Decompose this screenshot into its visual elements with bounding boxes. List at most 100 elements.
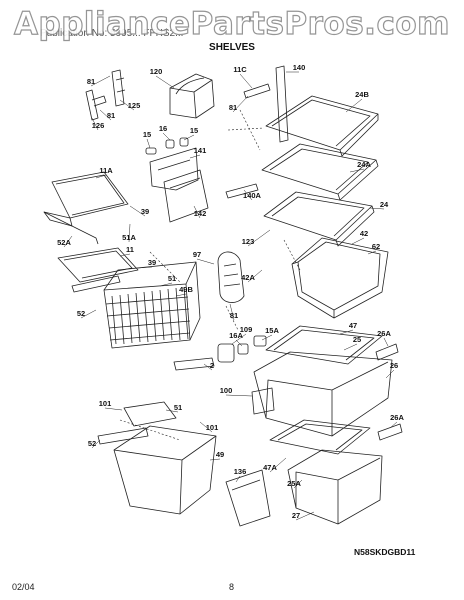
callout-97: 97 — [193, 250, 201, 259]
drawer-part-42 — [291, 237, 389, 319]
leader-15 — [183, 134, 195, 141]
callout-24: 24 — [380, 200, 389, 209]
glass-shelf-part-11a — [51, 171, 129, 219]
leader-26a — [383, 337, 389, 347]
shelf-trim-part-52a — [43, 211, 99, 245]
publication-header: Publication No: 5995... FFHS2... — [40, 28, 184, 39]
basket-rail-part-52 — [71, 275, 121, 293]
leader-11c — [239, 73, 253, 89]
callout-42: 42 — [360, 229, 368, 238]
callout-39: 39 — [148, 258, 156, 267]
leader-52 — [80, 309, 97, 319]
leader-16 — [162, 132, 171, 141]
callout-24b: 24B — [355, 90, 369, 99]
callout-15a: 15A — [265, 326, 279, 335]
glass-shelf-part-24 — [263, 191, 375, 247]
leader-26 — [385, 369, 395, 379]
callout-15: 15 — [143, 130, 151, 139]
leader-24a — [349, 168, 365, 173]
leader-52a — [63, 235, 73, 248]
leader-27 — [295, 511, 315, 521]
leader-51a — [128, 223, 131, 243]
leader-11a — [95, 174, 107, 179]
callout-26a: 26A — [377, 329, 391, 338]
callout-51: 51 — [174, 403, 182, 412]
callout-109: 109 — [240, 325, 253, 334]
callout-49b: 49B — [179, 285, 193, 294]
callout-26a: 26A — [390, 413, 404, 422]
callout-120: 120 — [150, 67, 163, 76]
footer-date: 02/04 — [12, 582, 35, 592]
callout-140: 140 — [293, 63, 306, 72]
callout-81: 81 — [107, 111, 115, 120]
callout-39: 39 — [141, 207, 149, 216]
leader-24b — [345, 98, 363, 113]
small-parts-15-16 — [145, 137, 189, 155]
callout-25: 25 — [353, 335, 361, 344]
page-title: SHELVES — [209, 42, 255, 53]
leader-24 — [369, 207, 385, 210]
wire-basket-part-49b — [103, 261, 201, 349]
callout-26: 26 — [390, 361, 398, 370]
small-parts-109-16a-15a — [217, 335, 267, 363]
callout-62: 62 — [372, 242, 380, 251]
leader-47a — [269, 457, 287, 473]
leader-142 — [193, 205, 201, 219]
leader-123 — [247, 229, 271, 247]
leader-81 — [90, 75, 111, 87]
bracket-part-141 — [149, 147, 199, 191]
leader-81 — [232, 95, 249, 113]
leader-16a — [235, 339, 243, 347]
leader-lines — [63, 71, 398, 521]
leader-25a — [293, 479, 303, 489]
assembly-guide-lines — [119, 109, 301, 441]
rail-part-140a — [225, 183, 259, 199]
bracket-part-126 — [85, 89, 107, 121]
callout-140a: 140A — [243, 191, 262, 200]
leader-25 — [343, 343, 358, 351]
leader-140a — [243, 189, 253, 201]
crisper-drawer-part-25a — [287, 449, 383, 525]
callout-52a: 52A — [57, 238, 71, 247]
callout-141: 141 — [194, 146, 207, 155]
leader-100 — [225, 394, 253, 397]
callout-100: 100 — [220, 386, 233, 395]
callout-51: 51 — [168, 274, 176, 283]
leader-81 — [99, 109, 112, 121]
shelf-trim-part-51 — [123, 401, 177, 427]
callout-25a: 25A — [287, 479, 301, 488]
leader-97 — [196, 258, 215, 265]
callout-47a: 47A — [263, 463, 277, 472]
slide-part-26a — [375, 343, 399, 361]
callout-42a: 42A — [241, 273, 255, 282]
glass-shelf-part-24a — [261, 143, 379, 201]
callout-101: 101 — [99, 399, 112, 408]
page-number: 8 — [229, 582, 235, 592]
callout-52: 52 — [77, 309, 85, 318]
callout-11c: 11C — [233, 65, 247, 74]
callout-51a: 51A — [122, 233, 136, 242]
callout-11a: 11A — [99, 166, 113, 175]
cover-part-142 — [163, 169, 209, 223]
leader-51 — [159, 282, 173, 287]
leader-42a — [247, 269, 263, 283]
callout-16a: 16A — [229, 331, 243, 340]
leader-125 — [119, 99, 135, 111]
leader-39 — [129, 205, 146, 217]
leader-141 — [189, 154, 201, 159]
rail-part-11c — [243, 83, 271, 99]
leader-101 — [199, 421, 213, 433]
leader-136 — [235, 475, 241, 483]
bracket-part-100 — [251, 387, 275, 415]
leader-11 — [119, 253, 131, 257]
callout-16: 16 — [159, 124, 167, 133]
leader-62 — [367, 250, 377, 255]
leader-15 — [146, 138, 151, 149]
bracket-part-125 — [111, 69, 126, 107]
callout-81: 81 — [87, 77, 95, 86]
callout-123: 123 — [242, 237, 255, 246]
crisper-cover-part-47 — [265, 325, 383, 365]
